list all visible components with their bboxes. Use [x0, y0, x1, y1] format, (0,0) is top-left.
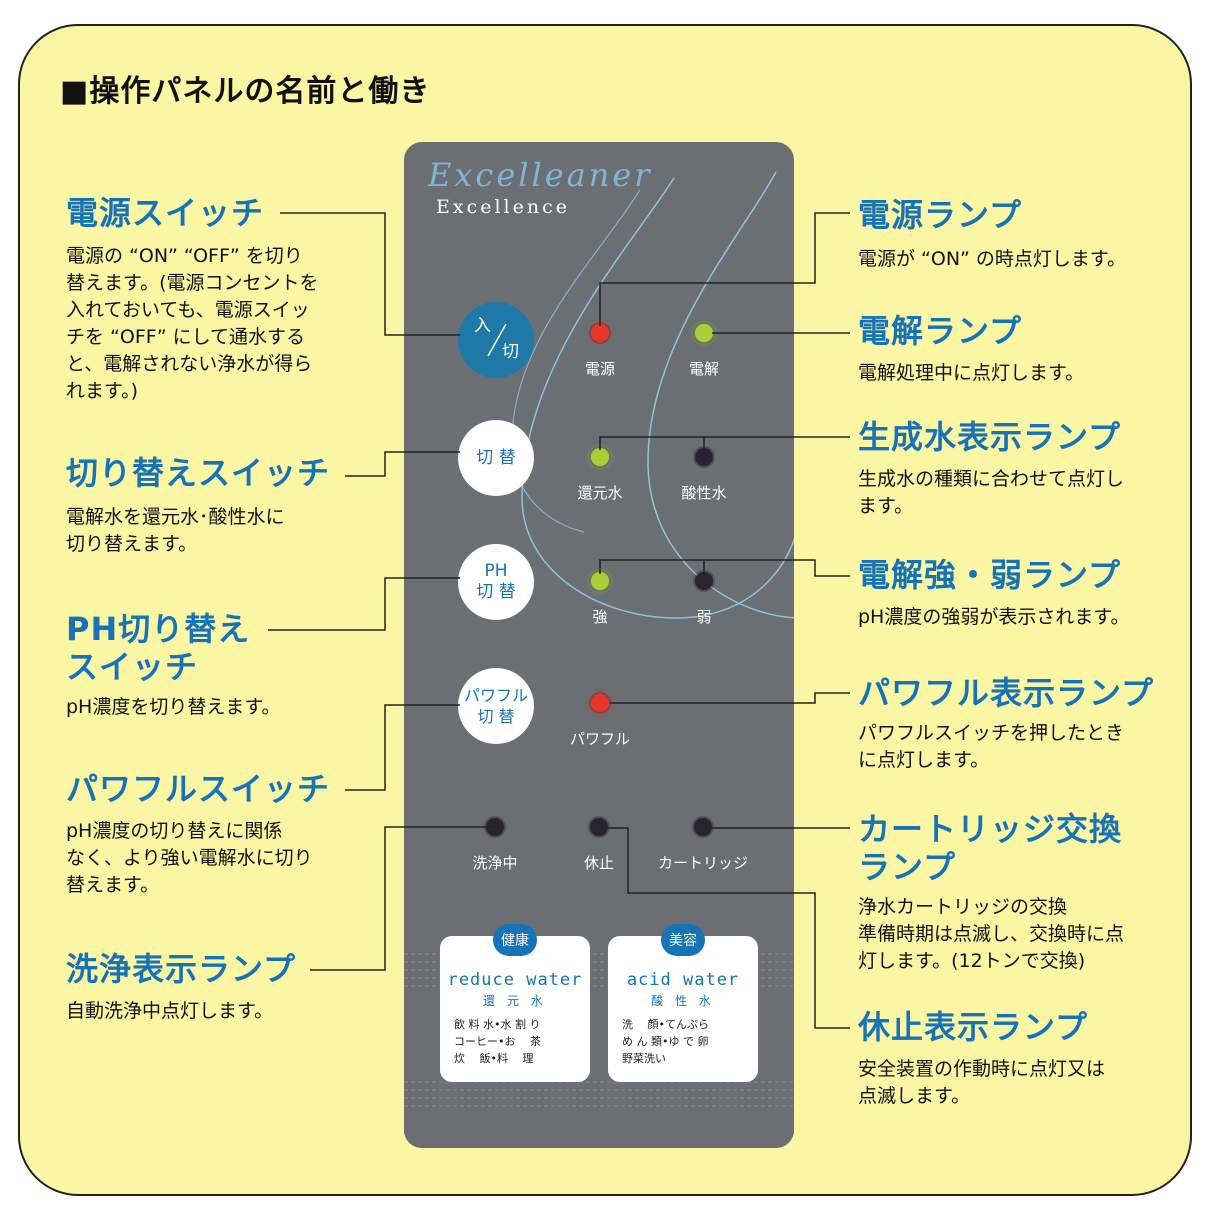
- heading-pause-lamp: 休止表示ランプ: [858, 1008, 1089, 1046]
- page-title: ■操作パネルの名前と働き: [60, 74, 431, 109]
- heading-cartridge-lamp: カートリッジ交換 ランプ: [858, 810, 1123, 886]
- connector-pause-lamp: [608, 827, 850, 1029]
- power-button[interactable]: 入 切: [458, 302, 534, 378]
- desc-powerful-switch: pH濃度の切り替えに関係 なく、より強い電解水に切り 替えます。: [66, 820, 313, 896]
- lamp-label-cartridge: カートリッジ: [657, 854, 749, 872]
- desc-pause-lamp: 安全装置の作動時に点灯又は 点滅します。: [858, 1058, 1106, 1107]
- acid-water-jp: 酸 性 水: [651, 994, 715, 1008]
- connector-powerful-lamp: [610, 692, 850, 704]
- connector-ph-switch: [268, 577, 460, 631]
- heading-electrolysis-lamp: 電解ランプ: [858, 312, 1023, 350]
- power-button-off-label: 切: [502, 342, 519, 362]
- heading-strength-lamp: 電解強・弱ランプ: [858, 556, 1122, 594]
- control-panel: Excelleaner Excellence 入 切 切 替 PH 切 替 パワ…: [404, 142, 794, 1148]
- lamp-kyou: [591, 572, 609, 590]
- power-button-on-label: 入: [474, 316, 491, 336]
- lamp-label-senjou: 洗浄中: [472, 854, 518, 872]
- lamp-denkai: [695, 324, 713, 342]
- desc-strength-lamp: pH濃度の強弱が表示されます。: [858, 606, 1130, 628]
- acid-water-uses: 洗 顔•てんぷら め ん 類•ゆ で 卵 野菜洗い: [622, 1018, 709, 1065]
- powerful-switch-label-bottom: 切 替: [477, 707, 515, 726]
- lamp-label-denkai: 電解: [688, 360, 720, 378]
- heading-cleaning-lamp: 洗浄表示ランプ: [66, 950, 297, 988]
- heading-power-lamp: 電源ランプ: [858, 196, 1023, 234]
- lamp-label-kyushi: 休止: [583, 854, 615, 872]
- lamp-kyushi: [590, 818, 608, 836]
- desc-ph-switch: pH濃度を切り替えます。: [66, 696, 281, 718]
- lamp-cartridge: [694, 818, 712, 836]
- ph-switch-button[interactable]: PH 切 替: [458, 544, 534, 620]
- desc-switch-switch: 電解水を還元水･酸性水に 切り替えます。: [66, 506, 285, 555]
- lamp-label-kyou: 強: [592, 608, 608, 626]
- heading-powerful-switch: パワフルスイッチ: [66, 770, 331, 808]
- lamp-label-kangensui: 還元水: [577, 484, 623, 502]
- reduce-water-jp: 還 元 水: [483, 994, 547, 1008]
- acid-water-title: acid water: [626, 970, 740, 990]
- desc-power-lamp: 電源が “ON” の時点灯します。: [858, 248, 1127, 270]
- heading-powerful-lamp: パワフル表示ランプ: [858, 674, 1155, 712]
- connector-strength-lamp: [599, 559, 850, 577]
- lamp-label-sanseisui: 酸性水: [681, 484, 727, 502]
- reduce-water-card: 健康 reduce water 還 元 水 飲 料 水•水 割 り コーヒー•お…: [440, 924, 590, 1082]
- lamp-kangensui: [591, 448, 609, 466]
- desc-cleaning-lamp: 自動洗浄中点灯します。: [66, 1000, 274, 1022]
- lamp-label-dengen: 電源: [584, 360, 616, 378]
- lamp-sanseisui: [695, 448, 713, 466]
- reduce-water-badge: 健康: [493, 924, 537, 956]
- reduce-water-uses: 飲 料 水•水 割 り コーヒー•お 茶 炊 飯•料 理: [454, 1018, 541, 1065]
- water-drop-outline-medium: [647, 171, 794, 619]
- connector-power-lamp: [599, 212, 850, 326]
- water-drop-outline-small: [511, 189, 641, 533]
- brand-script: Excelleaner: [428, 156, 653, 194]
- powerful-switch-button[interactable]: パワフル 切 替: [458, 668, 534, 744]
- water-drop-outline-large: [521, 177, 794, 619]
- connector-power-switch: [280, 212, 460, 336]
- connector-cleaning-lamp: [310, 826, 495, 971]
- lamp-dengen: [591, 324, 609, 342]
- lamp-label-jaku: 弱: [696, 608, 712, 626]
- water-switch-button[interactable]: 切 替: [458, 420, 534, 496]
- heading-power-switch: 電源スイッチ: [66, 194, 265, 232]
- acid-water-badge: 美容: [661, 924, 705, 956]
- connector-powerful-switch: [345, 704, 460, 791]
- lamp-label-powerful: パワフル: [569, 730, 631, 748]
- desc-electrolysis-lamp: 電解処理中に点灯します。: [858, 362, 1085, 384]
- ph-switch-label-bottom: 切 替: [476, 582, 516, 602]
- brand-name: Excellence: [436, 196, 570, 218]
- power-button-slash: [487, 323, 507, 357]
- desc-power-switch: 電源の “ON” “OFF” を切り 替えます。(電源コンセントを 入れておいて…: [66, 245, 319, 402]
- heading-switch-switch: 切り替えスイッチ: [66, 454, 331, 492]
- heading-water-type-lamp: 生成水表示ランプ: [858, 418, 1122, 456]
- ph-switch-label-top: PH: [484, 561, 508, 581]
- connector-water-type-lamp: [599, 436, 850, 450]
- lamp-powerful: [591, 694, 609, 712]
- water-switch-label: 切 替: [476, 447, 516, 468]
- connector-switch-switch: [345, 451, 460, 477]
- lamp-jaku: [695, 572, 713, 590]
- reduce-water-title: reduce water: [447, 970, 583, 990]
- desc-powerful-lamp: パワフルスイッチを押したとき に点灯します。: [858, 722, 1125, 771]
- desc-cartridge-lamp: 浄水カートリッジの交換 準備時期は点滅し、交換時に点 灯します。(12トンで交換…: [858, 896, 1125, 972]
- desc-water-type-lamp: 生成水の種類に合わせて点灯し ます。: [858, 468, 1125, 517]
- heading-ph-switch: PH切り替え スイッチ: [66, 610, 251, 686]
- powerful-switch-label-top: パワフル: [463, 686, 528, 705]
- acid-water-card: 美容 acid water 酸 性 水 洗 顔•てんぷら め ん 類•ゆ で 卵…: [608, 924, 758, 1082]
